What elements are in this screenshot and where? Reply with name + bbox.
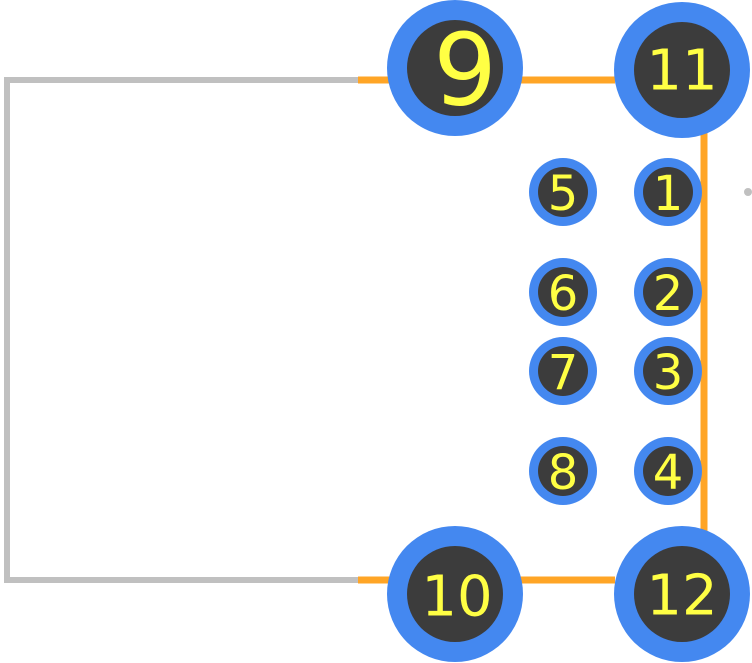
- pad-hole: [538, 167, 588, 217]
- pads-layer: 1 2 3 4 5 6 7: [387, 0, 750, 662]
- pad-pin-12[interactable]: 12: [614, 526, 750, 662]
- pin-label: 11: [646, 39, 717, 104]
- pin-label: 5: [548, 166, 579, 222]
- pin-one-marker-dot: [744, 188, 752, 196]
- pad-pin-5[interactable]: 5: [529, 158, 597, 226]
- pin-label: 7: [548, 345, 579, 401]
- pin-label: 2: [653, 266, 684, 322]
- pin-label: 3: [653, 345, 684, 401]
- pad-hole: [643, 446, 693, 496]
- pad-hole: [643, 346, 693, 396]
- pad-hole: [634, 22, 730, 118]
- pad-pin-10[interactable]: 10: [387, 526, 523, 662]
- pad-hole: [643, 267, 693, 317]
- pad-pin-4[interactable]: 4: [634, 437, 702, 505]
- pad-hole: [538, 346, 588, 396]
- copper-traces: [358, 76, 708, 584]
- pin-label: 4: [653, 445, 684, 501]
- pad-pin-11[interactable]: 11: [614, 2, 750, 138]
- pad-hole: [634, 546, 730, 642]
- pin-label: 6: [548, 266, 579, 322]
- pin-label: 8: [548, 445, 579, 501]
- silkscreen-outline: [4, 77, 363, 583]
- pad-hole: [538, 267, 588, 317]
- pad-pin-8[interactable]: 8: [529, 437, 597, 505]
- pad-pin-2[interactable]: 2: [634, 258, 702, 326]
- pin-label: 1: [653, 166, 684, 222]
- pin-label: 12: [646, 564, 717, 629]
- pad-pin-6[interactable]: 6: [529, 258, 597, 326]
- pad-pin-9[interactable]: 9: [387, 0, 523, 136]
- pad-hole: [407, 546, 503, 642]
- pin-label: 9: [433, 12, 497, 129]
- pad-pin-7[interactable]: 7: [529, 337, 597, 405]
- pad-hole: [643, 167, 693, 217]
- pad-hole: [407, 20, 503, 116]
- pad-pin-3[interactable]: 3: [634, 337, 702, 405]
- pad-pin-1[interactable]: 1: [634, 158, 702, 226]
- pad-hole: [538, 446, 588, 496]
- pin-label: 10: [421, 565, 492, 630]
